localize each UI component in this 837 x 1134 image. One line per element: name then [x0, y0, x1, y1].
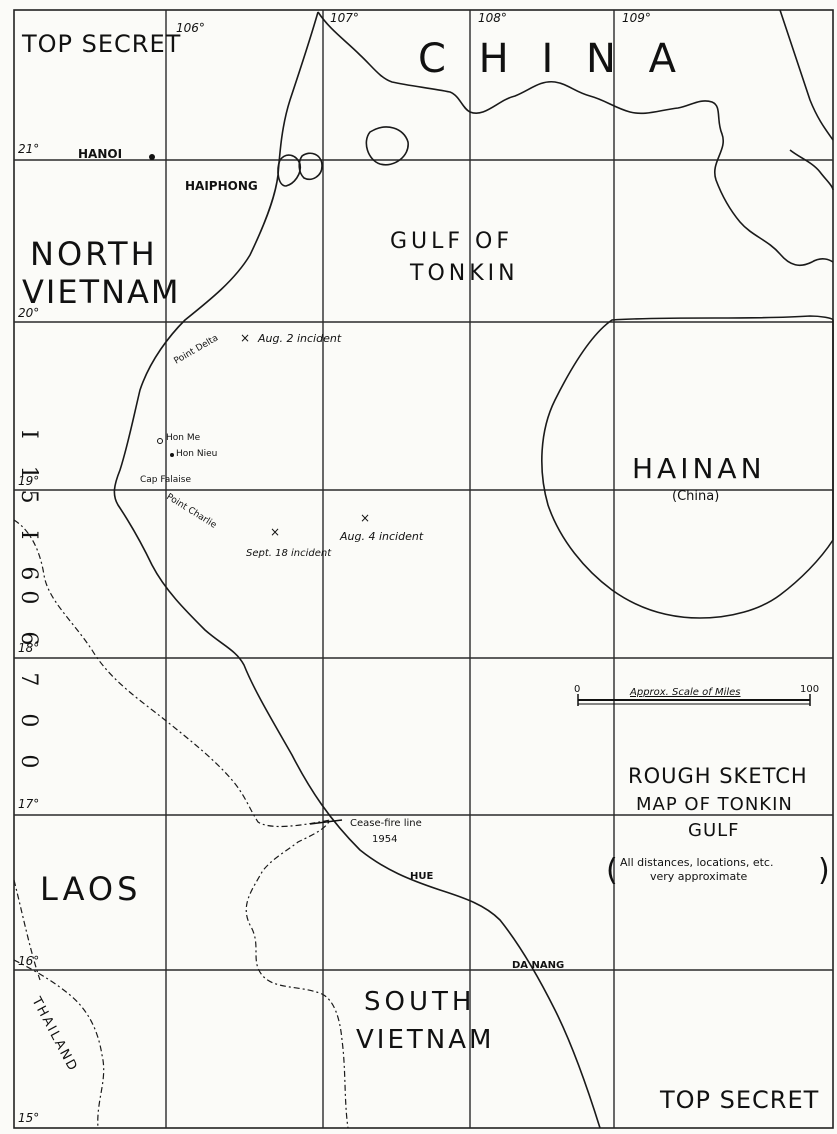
- thailand-laos-border: [13, 959, 105, 1129]
- title-note-2: very approximate: [650, 870, 748, 883]
- latitude-label-19: 19°: [18, 474, 39, 488]
- latitude-label-20: 20°: [18, 306, 39, 320]
- region-china: C H I N A: [418, 36, 686, 82]
- map-frame: [13, 9, 834, 1129]
- scale-start-label: 0: [574, 684, 580, 695]
- place-hon-me: Hon Me: [166, 433, 201, 443]
- region-south-vietnam-2: VIETNAM: [356, 1025, 494, 1055]
- place-hon-nieu: Hon Nieu: [176, 449, 217, 459]
- region-south-vietnam-1: SOUTH: [364, 987, 475, 1017]
- title-line-3: GULF: [688, 820, 740, 841]
- ceasefire-line-mark: [309, 819, 343, 825]
- region-thailand: THAILAND: [28, 994, 81, 1075]
- title-note-close-paren: ): [818, 853, 830, 888]
- title-note-open-paren: (: [606, 853, 618, 888]
- longitude-label-107: 107°: [330, 11, 359, 25]
- region-hainan-sub: (China): [672, 489, 719, 504]
- hainan-coastline: [541, 315, 834, 619]
- incident-aug4-marker: ×: [360, 511, 370, 525]
- lat-long-grid: [14, 10, 833, 1128]
- place-haiphong: HAIPHONG: [185, 179, 258, 193]
- thailand-west-border: [13, 879, 41, 981]
- hon-me-marker: [157, 438, 163, 444]
- place-hue: HUE: [410, 871, 433, 882]
- region-gulf-2: TONKIN: [409, 261, 519, 286]
- hanoi-marker: [149, 154, 155, 160]
- latitude-label-15: 15°: [18, 1111, 39, 1125]
- china-coast-east: [779, 9, 834, 141]
- incident-aug4-label: Aug. 4 incident: [339, 530, 424, 543]
- place-cap-falaise: Cap Falaise: [140, 475, 191, 485]
- region-hainan: HAINAN: [632, 452, 766, 485]
- incident-aug2-marker: ×: [240, 331, 250, 345]
- classification-bottom: TOP SECRET: [659, 1086, 819, 1114]
- classification-top: TOP SECRET: [21, 30, 181, 58]
- title-line-1: ROUGH SKETCH: [628, 764, 808, 788]
- vietnam-coastline: [113, 11, 601, 1129]
- incident-sept18-label: Sept. 18 incident: [246, 548, 332, 559]
- ceasefire-year: 1954: [372, 834, 397, 845]
- place-da-nang: DA NANG: [512, 960, 564, 971]
- incident-sept18-marker: ×: [270, 525, 280, 539]
- latitude-label-16: 16°: [18, 954, 39, 968]
- red-river-delta: [277, 126, 409, 187]
- scale-caption: Approx. Scale of Miles: [629, 687, 741, 698]
- region-north-vietnam-1: NORTH: [30, 235, 158, 273]
- region-north-vietnam-2: VIETNAM: [22, 273, 181, 311]
- longitude-label-108: 108°: [478, 11, 507, 25]
- latitude-label-18: 18°: [18, 641, 39, 655]
- longitude-label-109: 109°: [622, 11, 651, 25]
- hon-nieu-marker: [170, 453, 174, 457]
- china-coastline: [317, 11, 834, 267]
- latitude-label-17: 17°: [18, 797, 39, 811]
- title-line-2: MAP OF TONKIN: [636, 794, 793, 815]
- region-gulf-1: GULF OF: [390, 229, 513, 254]
- place-point-delta: Point Delta: [173, 333, 221, 366]
- margin-archive-stamp: I 15 I 60 6 7 0 0: [16, 430, 41, 778]
- incident-aug2-label: Aug. 2 incident: [257, 332, 342, 345]
- region-laos: LAOS: [40, 870, 141, 908]
- place-point-charlie: Point Charlie: [164, 492, 218, 531]
- ceasefire-label: Cease-fire line: [350, 818, 422, 829]
- title-note-1: All distances, locations, etc.: [620, 856, 773, 869]
- longitude-label-106: 106°: [176, 21, 205, 35]
- leizhou-peninsula: [789, 149, 834, 191]
- place-hanoi: HANOI: [78, 147, 122, 161]
- scale-end-label: 100: [800, 684, 819, 695]
- laos-vietnam-border: [13, 519, 349, 1129]
- scale-bar: [577, 694, 811, 706]
- latitude-label-21: 21°: [18, 142, 39, 156]
